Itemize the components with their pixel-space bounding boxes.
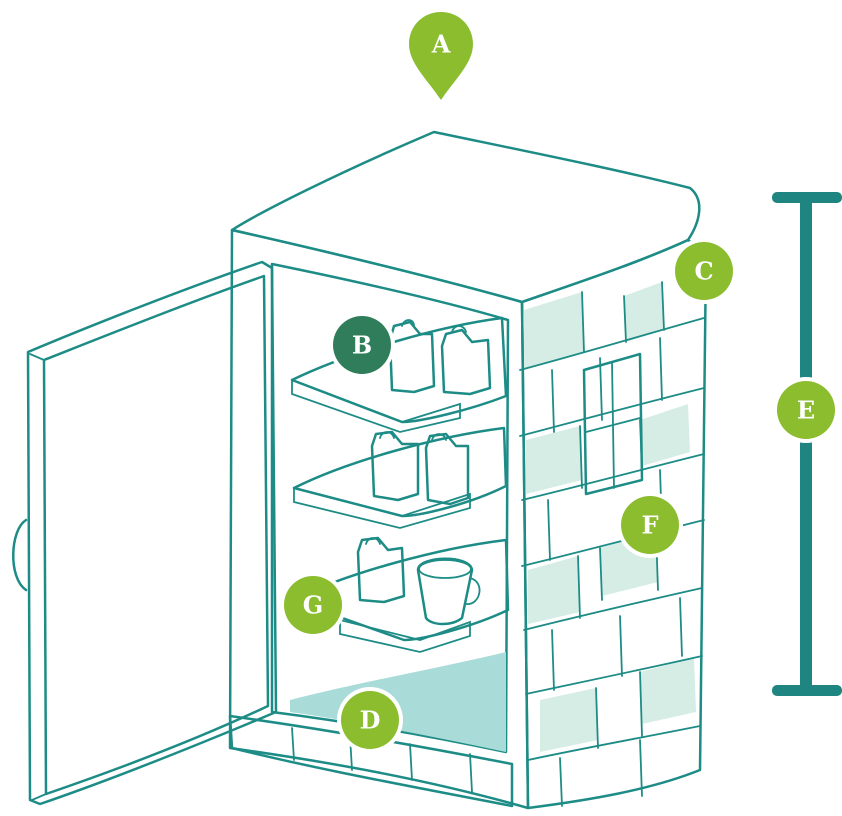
cooler-door <box>13 262 276 804</box>
marker-d: D <box>337 687 403 753</box>
water-jug-icon <box>390 320 434 392</box>
bucket-icon <box>418 559 480 624</box>
marker-c: C <box>671 238 737 304</box>
marker-b: B <box>329 312 395 378</box>
height-bracket-icon <box>772 192 842 696</box>
marker-a: A <box>409 12 473 100</box>
cooler-lid <box>232 132 699 302</box>
label-c: C <box>694 257 713 286</box>
label-b: B <box>352 331 372 360</box>
water-jug-icon <box>426 434 468 504</box>
water-jug-icon <box>442 326 490 394</box>
label-d: D <box>360 706 381 735</box>
label-f: F <box>641 511 658 540</box>
label-e: E <box>797 396 815 425</box>
door-handle <box>13 520 26 590</box>
label-a: A <box>431 30 451 59</box>
marker-g: G <box>280 572 346 638</box>
water-jug-icon <box>372 432 418 500</box>
marker-f: F <box>617 492 683 558</box>
marker-e: E <box>773 377 839 443</box>
water-jug-icon <box>358 538 404 602</box>
label-g: G <box>303 591 324 620</box>
